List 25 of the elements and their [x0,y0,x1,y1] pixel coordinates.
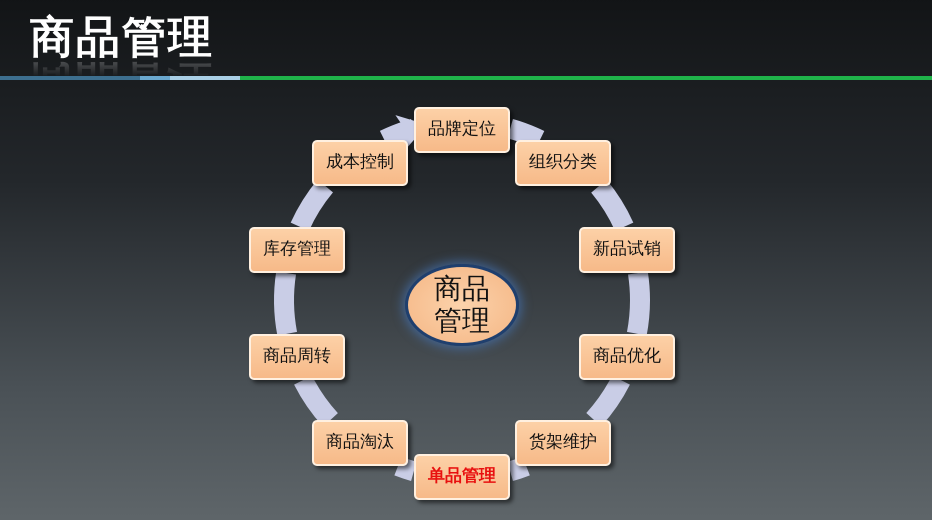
center-ellipse [405,264,519,346]
step-box [312,420,408,466]
step-label: 商品淘汰 [326,433,394,453]
step-label: 库存管理 [263,240,331,260]
step-label: 组织分类 [529,153,597,173]
cycle-arc [274,272,298,336]
step-box [414,107,510,153]
step-label: 品牌定位 [428,120,496,140]
cycle-arc [626,272,650,336]
step-box [249,334,345,380]
slide-title: 商品管理 [30,11,214,65]
step-label: 货架维护 [529,433,597,453]
step-box [579,334,675,380]
step-box [579,227,675,273]
step-box [515,420,611,466]
step-label: 商品管理 [432,272,491,338]
step-box [414,454,510,500]
step-label: 商品周转 [263,347,331,367]
step-label: 单品管理 [428,467,496,487]
step-label: 商品优化 [593,347,661,367]
step-box [312,140,408,186]
step-box [249,227,345,273]
step-label: 成本控制 [326,153,394,173]
step-label: 新品试销 [593,240,661,260]
step-box [515,140,611,186]
